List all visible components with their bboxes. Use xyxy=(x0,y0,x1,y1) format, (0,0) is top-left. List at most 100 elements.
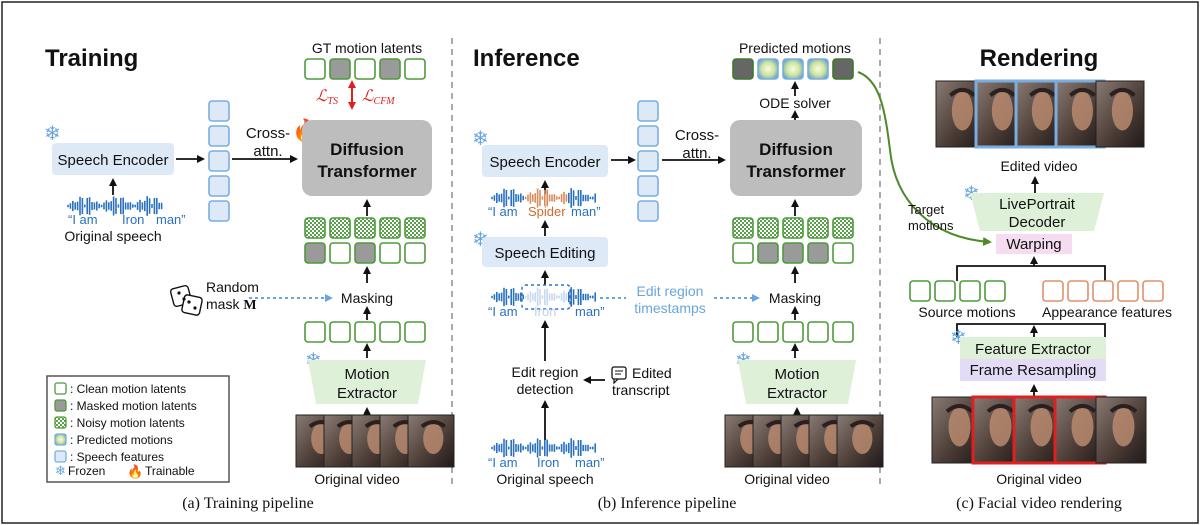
inference-panel: Inference Predicted motions ODE solver ❄… xyxy=(472,40,884,512)
dit-label-1: Diffusion xyxy=(759,140,833,159)
warping-label: Warping xyxy=(1006,236,1061,253)
hair-shape xyxy=(1029,87,1056,98)
speech-encoder-block xyxy=(482,145,608,177)
speech-editing-label: Speech Editing xyxy=(495,245,596,262)
masked-cell xyxy=(832,242,854,264)
speech-feature-cell xyxy=(637,175,659,197)
appearance-cell xyxy=(1042,280,1064,302)
feature-extractor-block xyxy=(960,337,1106,359)
legend-item-label: : Masked motion latents xyxy=(70,399,197,413)
noisy-cell xyxy=(782,217,804,239)
speech-feature-cell xyxy=(208,150,230,172)
source-motions-row xyxy=(909,280,1006,302)
random-mask-label-1: Random xyxy=(206,279,259,295)
source-motion-cell xyxy=(909,280,931,302)
masked-latents-row xyxy=(732,242,854,264)
training-panel: Training GT motion latents ℒTS ℒCFM ❄ Sp… xyxy=(44,40,455,512)
face-shape xyxy=(423,422,444,454)
masked-cell xyxy=(329,242,351,264)
original-video-label: Original video xyxy=(996,471,1082,487)
clean-cell xyxy=(732,321,754,343)
clean-cell xyxy=(329,321,351,343)
speech-feature-cell xyxy=(208,200,230,222)
masked-cell xyxy=(379,242,401,264)
decoder-block xyxy=(970,193,1104,231)
legend-item-label: : Noisy motion latents xyxy=(70,416,185,430)
masking-label: Masking xyxy=(341,290,393,306)
speech-feature-cell xyxy=(637,150,659,172)
face-shape xyxy=(1030,406,1053,447)
noisy-cell xyxy=(379,217,401,239)
edit-detection-label-1: Edit region xyxy=(512,364,579,380)
cross-attn-label: Cross-attn. xyxy=(246,125,290,160)
legend-swatch xyxy=(54,450,67,463)
predicted-cell xyxy=(757,58,779,80)
label-bg xyxy=(626,283,714,319)
hair-shape xyxy=(849,420,876,429)
masked-speech-waveform xyxy=(491,287,597,307)
speech-features xyxy=(637,100,659,222)
cross-attn-label: Cross-attn. xyxy=(675,127,719,162)
hair-shape xyxy=(1068,403,1097,414)
predicted-cell xyxy=(732,58,754,80)
clean-cell xyxy=(304,321,326,343)
warping-block xyxy=(996,234,1072,254)
edited-word-spider: Spider xyxy=(528,204,566,219)
noisy-latents-row xyxy=(732,217,854,239)
face-shape xyxy=(852,422,873,454)
feature-extractor-label: Feature Extractor xyxy=(975,341,1091,358)
training-caption: (a) Training pipeline xyxy=(182,495,314,512)
source-motion-cell xyxy=(959,280,981,302)
face-shape xyxy=(1111,90,1133,131)
appearance-cell xyxy=(1117,280,1139,302)
noisy-cell xyxy=(404,217,426,239)
edited-video-frames xyxy=(935,79,1145,149)
diffusion-transformer-block xyxy=(302,120,432,196)
random-mask-label-2: mask M xyxy=(206,296,257,313)
hair-shape xyxy=(986,403,1015,414)
predicted-motions-row xyxy=(732,58,854,80)
rendering-caption: (c) Facial video rendering xyxy=(956,495,1122,512)
legend-swatch xyxy=(54,433,67,446)
masked-cell xyxy=(732,242,754,264)
legend-item-label: : Speech features xyxy=(70,450,164,464)
decoder-label-1: LivePortrait xyxy=(999,196,1076,213)
face-shape xyxy=(1112,406,1135,447)
masked-latents-row xyxy=(304,242,426,264)
masked-cell xyxy=(354,242,376,264)
latent-cell xyxy=(304,58,326,80)
clean-cell xyxy=(832,321,854,343)
dit-label-1: Diffusion xyxy=(330,140,404,159)
face-shape xyxy=(1071,406,1094,447)
fire-icon: 🔥 xyxy=(127,464,143,479)
face-shape xyxy=(1071,90,1093,131)
face-shape xyxy=(1031,90,1053,131)
edited-transcript-label-2: transcript xyxy=(612,382,670,398)
orig-word-man: man” xyxy=(575,455,605,470)
transcript-icon xyxy=(611,366,627,385)
face-shape xyxy=(989,406,1012,447)
legend-swatch xyxy=(54,382,67,395)
original-video-frames xyxy=(295,414,455,468)
noisy-cell xyxy=(329,217,351,239)
gt-motion-latents xyxy=(304,58,426,80)
merge-bracket xyxy=(956,265,1106,281)
dice-icon xyxy=(169,284,203,316)
rendering-panel: Rendering Edited video Target motions ❄ … xyxy=(857,45,1172,512)
ode-solver-label: ODE solver xyxy=(759,95,831,111)
noisy-cell xyxy=(354,217,376,239)
dit-label-2: Transformer xyxy=(317,162,417,181)
masking-label: Masking xyxy=(769,290,821,306)
dit-label-2: Transformer xyxy=(746,162,846,181)
edit-timestamps-label-1: Edit region xyxy=(637,283,704,299)
orig-word-iron: Iron xyxy=(537,455,559,470)
face-shape xyxy=(951,90,973,131)
masked-word-man: man” xyxy=(575,304,605,319)
speech-encoder-block xyxy=(52,143,174,175)
legend-swatch xyxy=(54,416,67,429)
decoder-label-2: Decoder xyxy=(1009,214,1066,231)
clean-cell xyxy=(807,321,829,343)
target-motions-label-1: Target xyxy=(908,202,945,217)
